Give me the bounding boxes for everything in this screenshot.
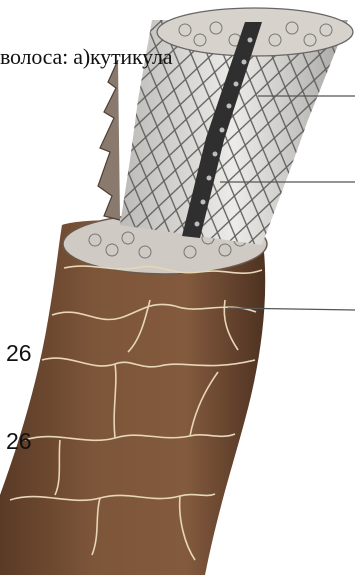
figure-label-1: 26: [6, 340, 32, 367]
figure-caption: волоса: а)кутикула: [0, 44, 355, 70]
figure-label-2: 26: [6, 428, 32, 455]
peeled-cuticle-scales: [98, 60, 120, 220]
hair-shaft-cuticle: [0, 220, 265, 575]
